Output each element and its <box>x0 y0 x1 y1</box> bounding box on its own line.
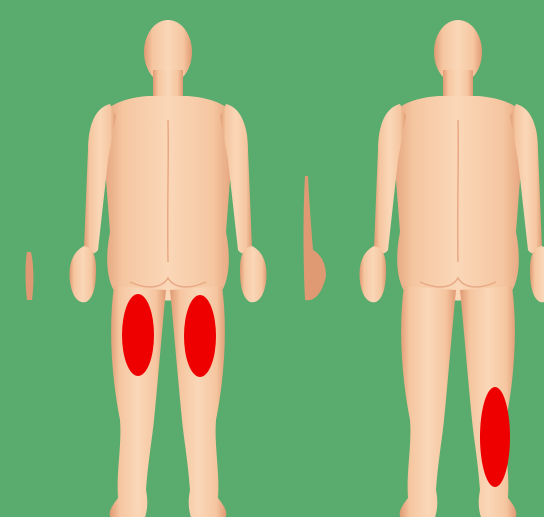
spine-line <box>168 120 169 262</box>
pain-marker-left-thigh <box>122 294 154 376</box>
partial-arm-left-edge <box>26 252 34 300</box>
spine-line <box>458 120 459 262</box>
pain-marker-right-calf <box>480 387 510 487</box>
pain-marker-right-thigh <box>184 295 216 377</box>
